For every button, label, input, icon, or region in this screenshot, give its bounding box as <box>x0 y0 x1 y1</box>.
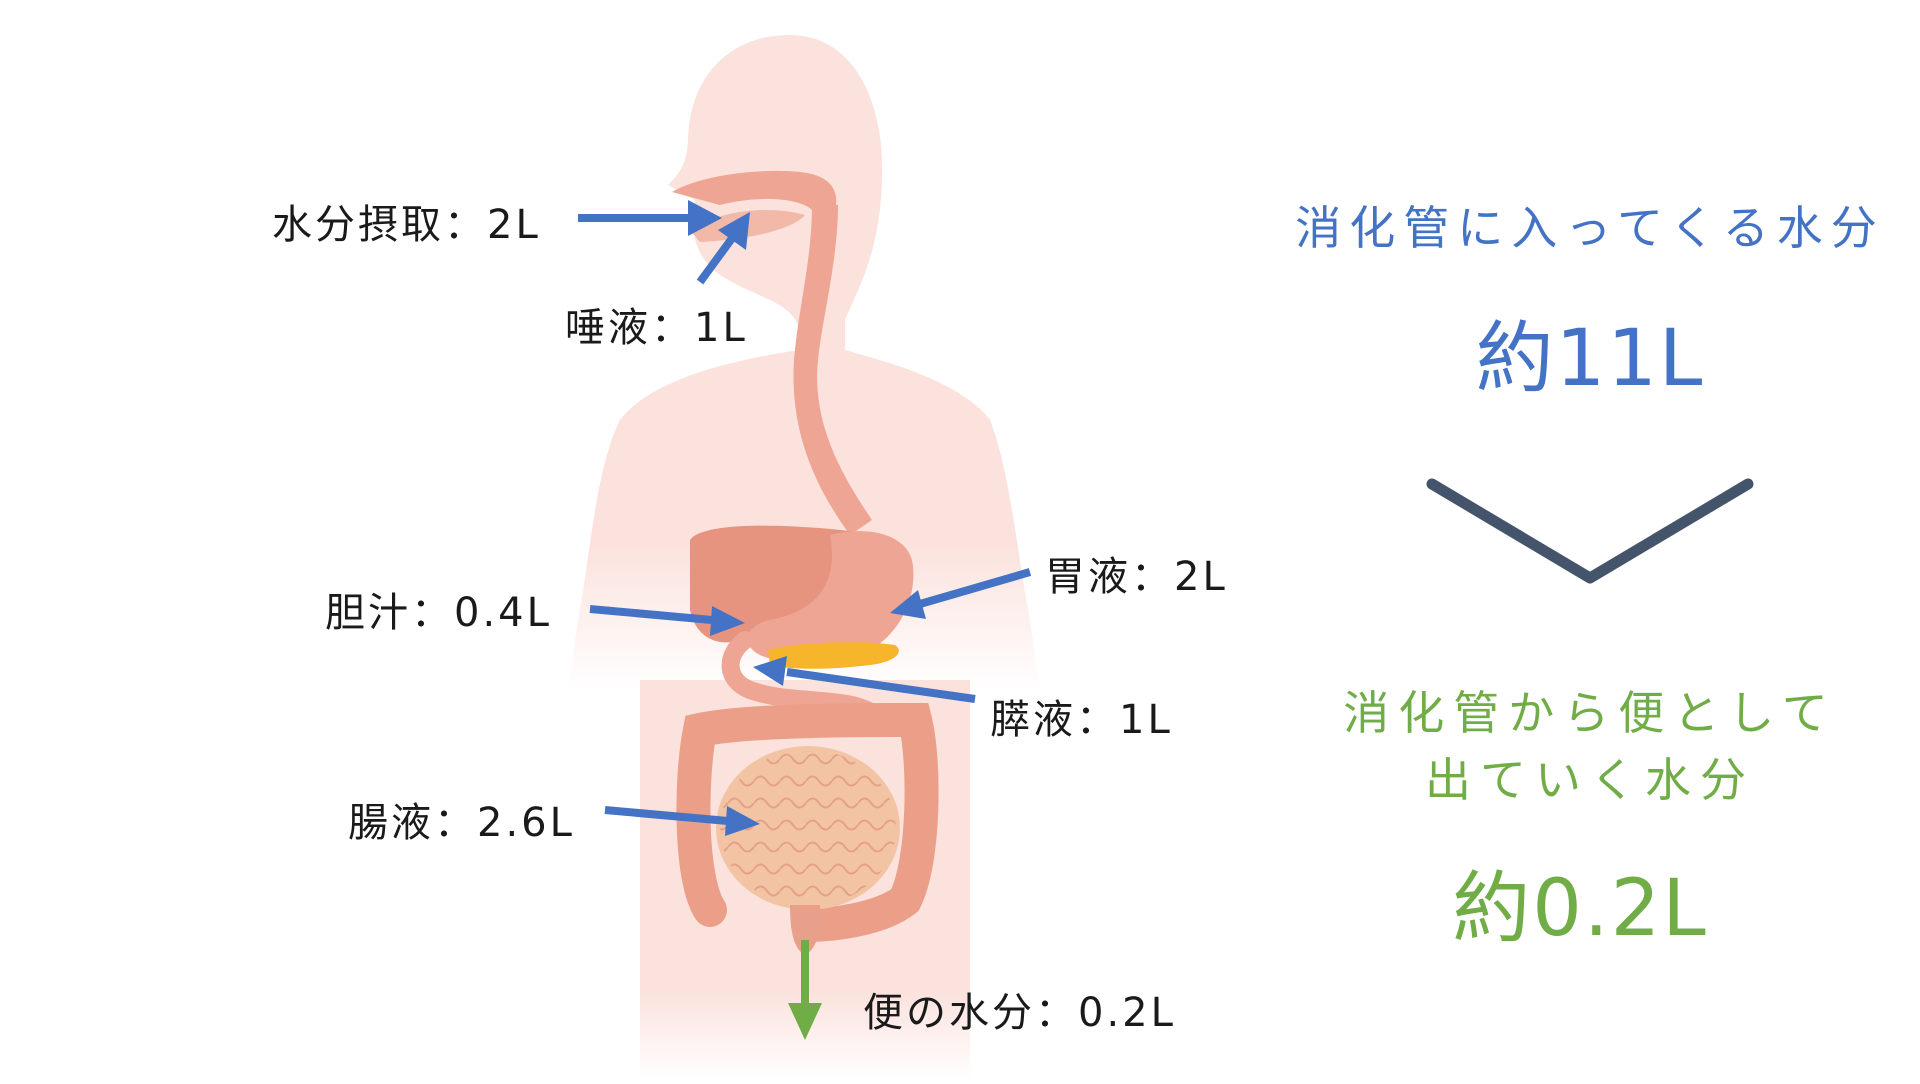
esophagus <box>793 205 872 535</box>
inflow-arrows <box>578 200 1032 836</box>
small-intestine-coils <box>720 750 896 906</box>
gastric-label: 胃液：2L <box>1045 554 1228 600</box>
intestinal-arrow <box>604 806 760 836</box>
intestines <box>676 702 939 955</box>
pancreas <box>768 642 899 669</box>
gastric-arrow <box>890 568 1032 619</box>
pancreatic-arrow <box>753 656 976 703</box>
stool-water-label: 便の水分：0.2L <box>863 990 1176 1036</box>
rectum <box>790 905 821 955</box>
saliva-label: 唾液：1L <box>565 305 748 351</box>
stomach <box>747 531 914 665</box>
intake-label: 水分摂取：2L <box>272 202 541 248</box>
bile-arrow <box>589 605 745 636</box>
intestinal-label: 腸液：2.6L <box>348 800 575 846</box>
intake-arrow <box>578 200 722 236</box>
inflow-caption: 消化管に入ってくる水分 <box>1295 201 1885 255</box>
chevron-down-icon <box>1426 478 1754 584</box>
stool-outflow-arrow <box>788 940 822 1040</box>
large-intestine <box>676 702 939 942</box>
saliva-arrow <box>696 212 750 285</box>
outflow-caption-line2: 出ていく水分 <box>1425 753 1755 807</box>
outflow-caption-line1: 消化管から便として <box>1343 686 1837 740</box>
pancreatic-label: 膵液：1L <box>990 697 1173 743</box>
bile-label: 胆汁：0.4L <box>325 590 552 636</box>
outflow-value: 約0.2L <box>1452 864 1708 954</box>
oral-cavity <box>672 170 837 210</box>
inflow-value: 約11L <box>1475 314 1705 404</box>
